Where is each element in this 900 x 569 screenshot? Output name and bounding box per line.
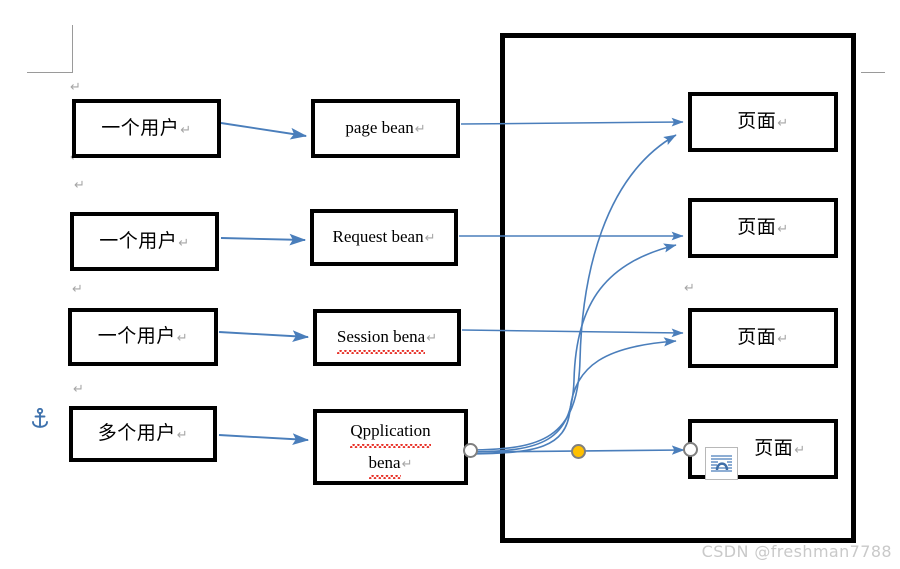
bean-box-request-label: Request bean↵	[332, 227, 436, 247]
user-box-4[interactable]: 多个用户↵	[69, 406, 217, 462]
user-box-2[interactable]: 一个用户↵	[70, 212, 219, 271]
user-box-3-label: 一个用户↵	[97, 325, 189, 348]
bean-box-session[interactable]: Session bena↵	[313, 309, 461, 366]
bean-box-session-label: Session bena↵	[336, 325, 438, 354]
page-box-2[interactable]: 页面↵	[688, 198, 838, 258]
paragraph-mark: ↵	[777, 332, 789, 348]
page-margin-tick-right	[861, 72, 885, 73]
misspelled-word: Qpplication	[350, 419, 431, 448]
paragraph-mark: ↵	[401, 456, 413, 472]
paragraph-mark: ↵	[777, 116, 789, 132]
bean-box-application-label-line1: Qpplication	[350, 419, 431, 448]
misspelled-word: Session bena	[336, 325, 426, 354]
bean-box-application[interactable]: Qpplication bena↵	[313, 409, 468, 485]
paragraph-mark-float-4: ↵	[72, 282, 83, 297]
page-box-2-label: 页面↵	[737, 216, 789, 239]
paragraph-mark: ↵	[180, 122, 192, 138]
page-box-3[interactable]: 页面↵	[688, 308, 838, 368]
page-margin-corner-mark	[27, 25, 73, 73]
connector-endpoint-handle-end[interactable]	[683, 442, 698, 457]
bean-box-request[interactable]: Request bean↵	[310, 209, 458, 266]
arrow-user4-to-applicationbean[interactable]	[218, 433, 310, 446]
user-box-2-label: 一个用户↵	[99, 229, 190, 252]
paragraph-mark: ↵	[176, 331, 189, 347]
curve-applicationbean-to-page3[interactable]	[471, 337, 677, 455]
misspelled-word: bena	[368, 451, 401, 479]
page-box-1[interactable]: 页面↵	[688, 92, 838, 152]
paragraph-mark: ↵	[777, 222, 789, 238]
bean-box-application-label-line2: bena↵	[368, 451, 413, 479]
bean-box-page-label: page bean↵	[345, 118, 426, 138]
arrow-sessionbean-to-page3[interactable]	[461, 328, 684, 338]
paragraph-mark: ↵	[426, 331, 438, 347]
arrow-user2-to-requestbean[interactable]	[220, 233, 307, 246]
user-box-4-label: 多个用户↵	[97, 422, 189, 445]
user-box-3[interactable]: 一个用户↵	[68, 308, 218, 366]
arrow-user3-to-sessionbean[interactable]	[218, 330, 310, 343]
csdn-watermark: CSDN @freshman7788	[701, 542, 892, 561]
paragraph-mark-float-6: ↵	[684, 281, 695, 296]
container-rectangle[interactable]	[500, 33, 856, 543]
user-box-1[interactable]: 一个用户↵	[72, 99, 221, 158]
paragraph-mark-float-5: ↵	[73, 382, 84, 397]
page-box-1-label: 页面↵	[737, 110, 789, 133]
layout-options-icon	[711, 455, 732, 472]
paragraph-mark: ↵	[176, 428, 189, 444]
page-box-4-label: 页面↵	[754, 437, 806, 460]
paragraph-mark: ↵	[414, 122, 426, 138]
page-box-3-label: 页面↵	[737, 326, 789, 349]
paragraph-mark-float-3: ↵	[74, 178, 85, 193]
connector-endpoint-handle-start[interactable]	[463, 443, 478, 458]
paragraph-mark: ↵	[794, 443, 806, 459]
curve-applicationbean-to-page2[interactable]	[471, 243, 677, 453]
paragraph-mark: ↵	[424, 231, 436, 247]
bean-box-page[interactable]: page bean↵	[311, 99, 460, 158]
paragraph-mark: ↵	[178, 235, 190, 251]
user-box-1-label: 一个用户↵	[101, 116, 192, 139]
arrow-pagebean-to-page1[interactable]	[460, 117, 684, 127]
layout-options-button[interactable]	[705, 447, 738, 480]
arrow-user1-to-pagebean[interactable]	[220, 122, 308, 140]
paragraph-mark-float-1: ↵	[70, 80, 81, 95]
object-anchor-icon	[32, 408, 48, 428]
curve-applicationbean-to-page1[interactable]	[471, 134, 677, 451]
connector-adjust-handle[interactable]	[571, 444, 586, 459]
